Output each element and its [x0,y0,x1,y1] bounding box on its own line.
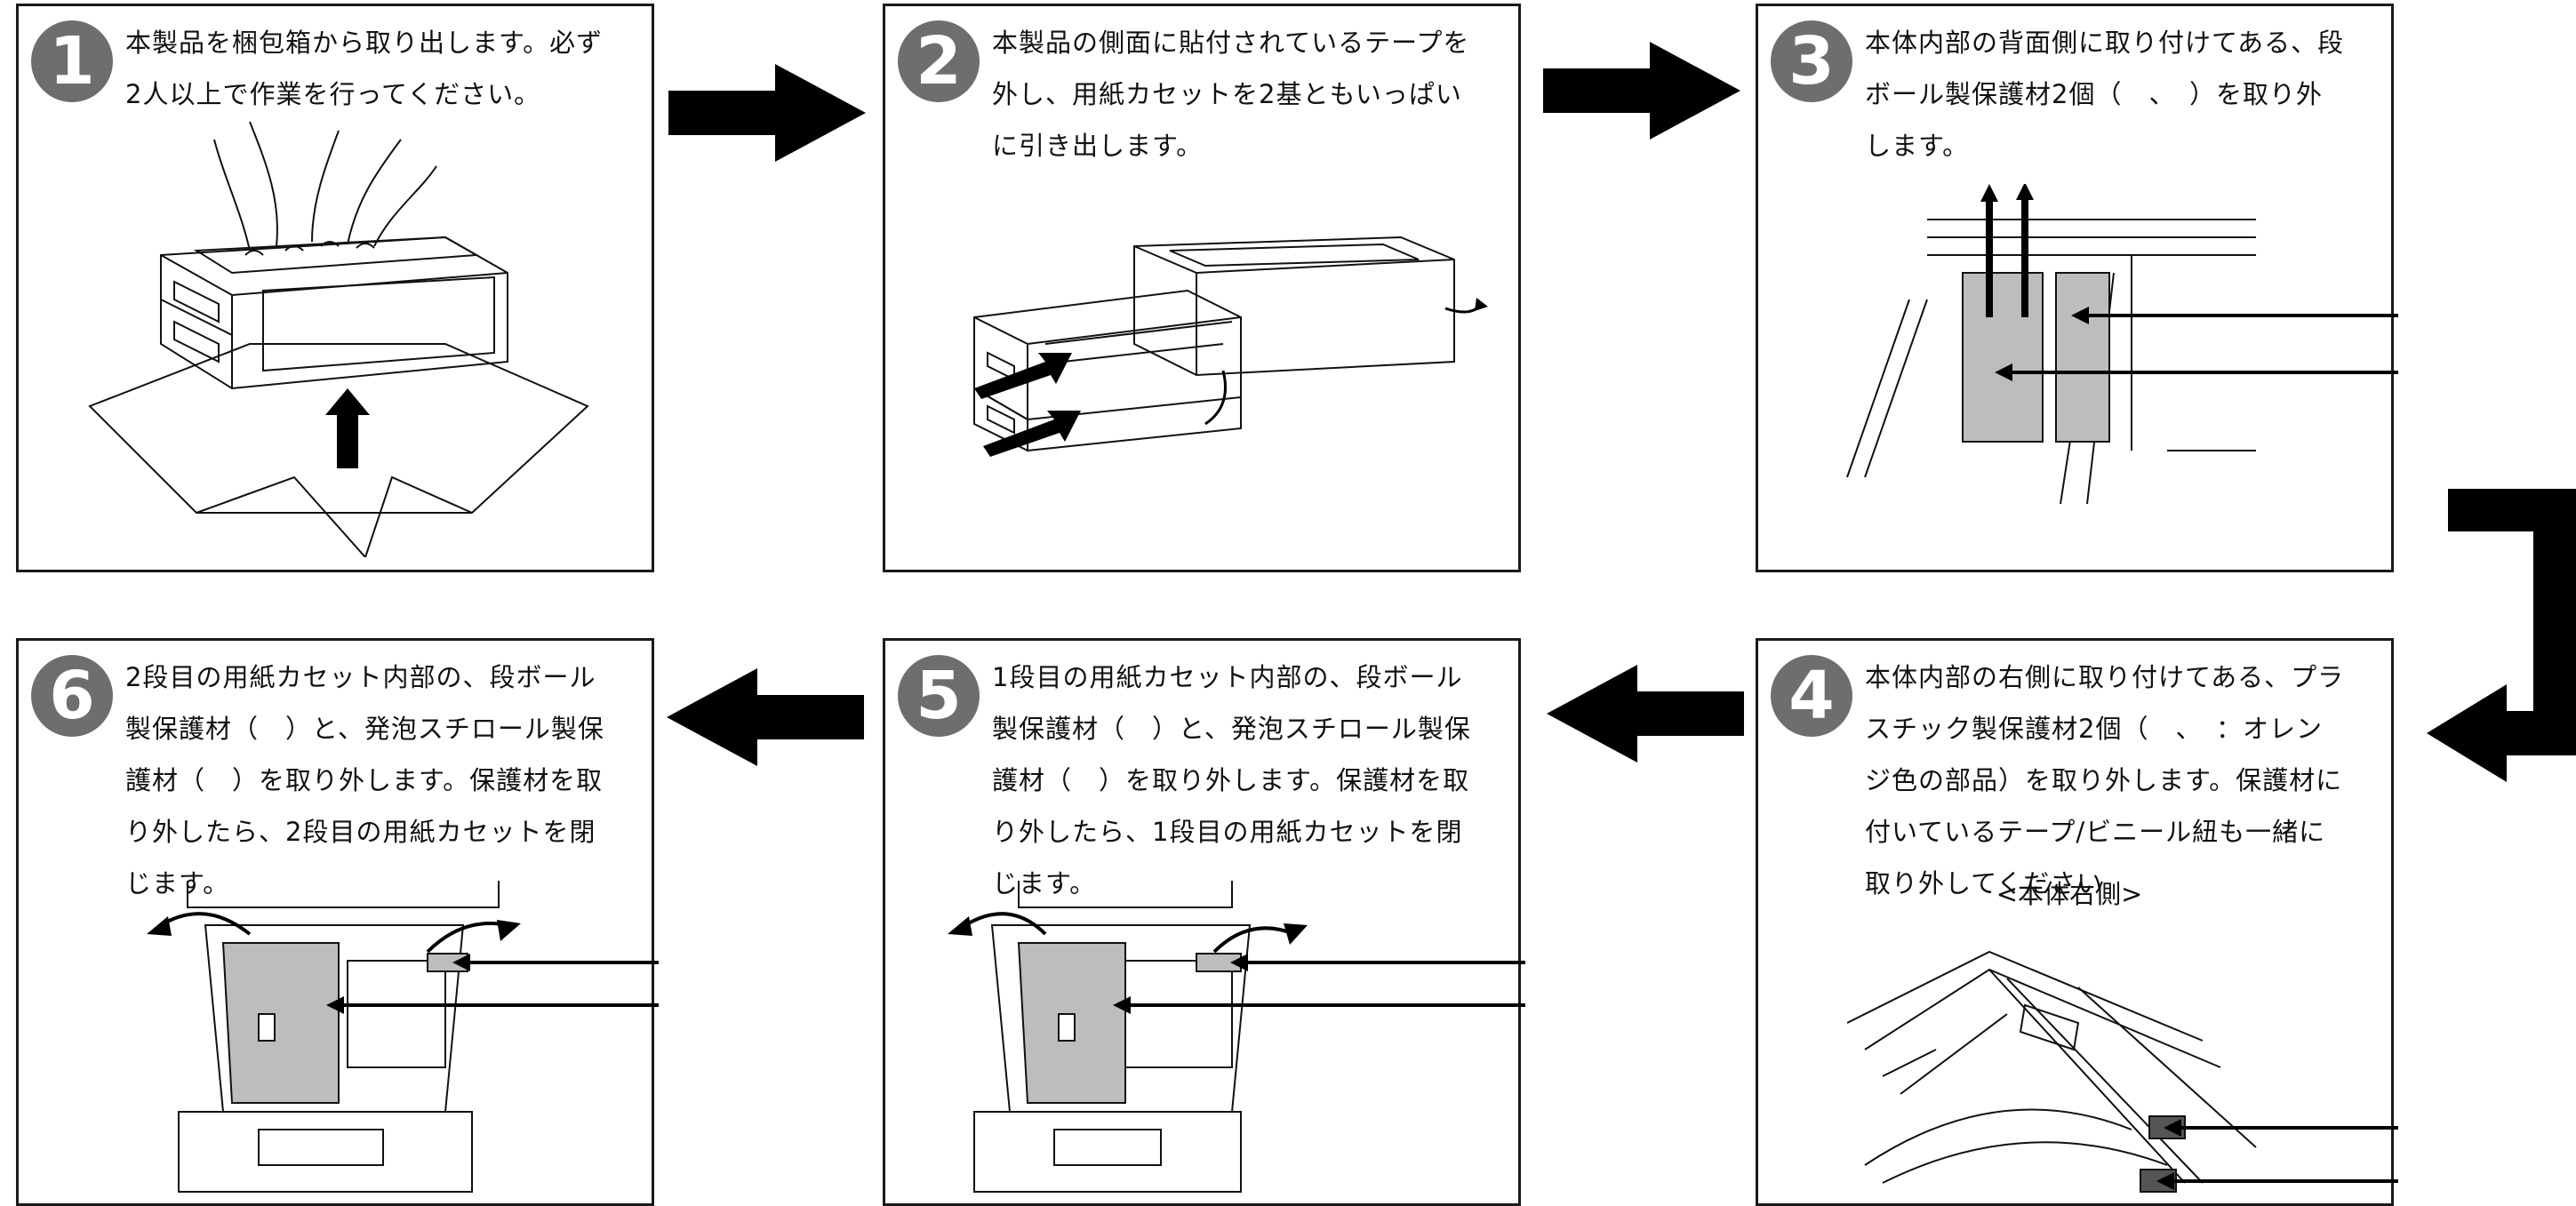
right-side-caption: <本体右側> [1996,879,2143,909]
step-1-panel: 1 本製品を梱包箱から取り出します。必ず 2人以上で作業を行ってください。 [16,4,654,572]
step-instruction: 本体内部の背面側に取り付けてある、段 ボール製保護材2個（ 、 ）を取り外 しま… [1865,28,2345,161]
arrow-step1-to-step2 [668,64,866,162]
step-instruction: 本製品の側面に貼付されているテープを 外し、用紙カセットを2基ともいっぱい に引… [992,28,1470,161]
step-instruction: 本製品を梱包箱から取り出します。必ず 2人以上で作業を行ってください。 [125,28,604,109]
arrow-step2-to-step3 [1543,42,1740,140]
cassette-2-protectors-illustration [147,881,659,1193]
step-number-badge: 4 [1771,655,1852,737]
step-instruction: 1段目の用紙カセット内部の、段ボール 製保護材（ ）と、発泡スチロール製保 護材… [992,662,1471,899]
arrow-step4-to-step5 [1547,665,1744,763]
step-number-badge: 1 [31,20,113,102]
step-3-panel: 3 本体内部の背面側に取り付けてある、段 ボール製保護材2個（ 、 ）を取り外 … [1756,4,2398,572]
arrow-step5-to-step6 [667,668,864,766]
arrow-step3-to-step4 [2427,489,2576,782]
cassette-1-protectors-illustration [948,881,1525,1193]
step-2-panel: 2 本製品の側面に貼付されているテープを 外し、用紙カセットを2基ともいっぱい … [883,4,1521,572]
step-number-badge: 3 [1771,20,1852,102]
step-instruction: 2段目の用紙カセット内部の、段ボール 製保護材（ ）と、発泡スチロール製保 護材… [125,662,604,899]
step-number-badge: 2 [898,20,980,102]
step-number-badge: 6 [31,655,113,737]
rear-protectors-illustration [1846,184,2398,505]
unpacking-illustration [88,121,589,557]
step-instruction: 本体内部の右側に取り付けてある、プラ スチック製保護材2個（ 、 ：オレン ジ色… [1865,662,2345,899]
right-side-protectors-illustration [1847,950,2398,1193]
step-6-panel: 6 2段目の用紙カセット内部の、段ボール 製保護材（ ）と、発泡スチロール製保 … [16,638,659,1206]
step-5-panel: 5 1段目の用紙カセット内部の、段ボール 製保護材（ ）と、発泡スチロール製保 … [883,638,1525,1206]
pull-out-cassettes-illustration [973,236,1488,457]
step-4-panel: 4 本体内部の右側に取り付けてある、プラ スチック製保護材2個（ 、 ：オレン … [1756,638,2398,1206]
step-number-badge: 5 [898,655,980,737]
